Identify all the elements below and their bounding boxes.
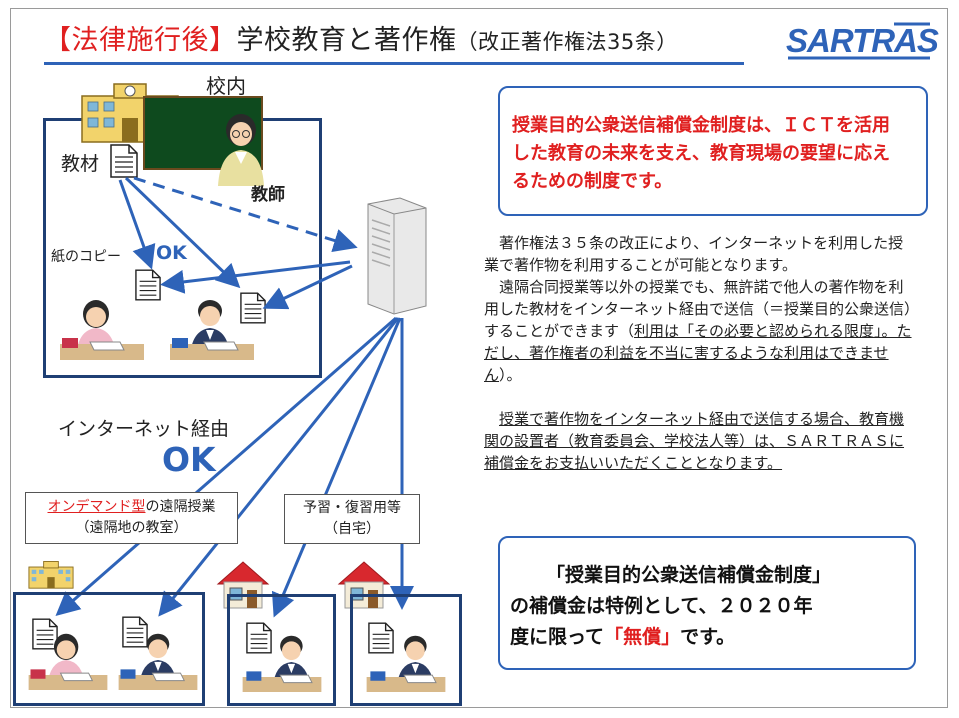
teacher-label: 教師	[251, 185, 285, 205]
special-measure-panel	[498, 536, 916, 670]
title-main: 学校教育と著作権	[236, 25, 457, 56]
ok-small-label: OK	[156, 242, 187, 264]
special-measure-line2: の補償金は特例として、２０２０年	[510, 595, 813, 617]
home-box-2	[350, 594, 462, 706]
explanation-p2-underlined: 利用は「その必要と認められる限度」。ただし、著作権者の利益を不当に害するような利…	[484, 322, 912, 384]
remote-document-icon	[122, 616, 148, 648]
home-document-icon	[368, 622, 394, 654]
logo-text: SARTRAS	[786, 22, 939, 59]
summary-panel	[498, 86, 928, 216]
special-measure-text: 「授業目的公衆送信補償金制度」 の補償金は特例として、２０２０年 度に限って「無…	[510, 560, 910, 653]
student-girl-icon	[60, 300, 144, 360]
title-underline	[44, 62, 744, 65]
home-document-icon	[246, 622, 272, 654]
student-boy-icon	[170, 300, 254, 360]
material-label: 教材	[61, 153, 100, 175]
arrow-material-to-copy1	[118, 179, 156, 270]
student-boy-icon	[118, 633, 198, 690]
arrow-server-to-remote1	[55, 316, 397, 616]
arrow-server-to-remote2	[158, 317, 400, 617]
page-title: 【法律施行後】学校教育と著作権（改正著作権法35条）	[44, 18, 678, 57]
teacher-icon	[218, 114, 264, 186]
home-callout: 予習・復習用等 （自宅）	[284, 494, 420, 544]
ondemand-line2: （遠隔地の教室）	[75, 520, 188, 536]
ondemand-highlight: オンデマンド型	[47, 499, 146, 515]
home-box-1	[227, 594, 336, 706]
free-of-charge-highlight: 「無償」	[604, 626, 681, 648]
explanation-p1: 著作権法３５条の改正により、インターネットを利用した授業で著作物を利用することが…	[484, 234, 904, 274]
paper-copy-label: 紙のコピー	[51, 249, 121, 265]
student-girl-icon	[28, 633, 108, 690]
campus-label: 校内	[206, 74, 246, 98]
student-boy-icon	[242, 635, 322, 692]
arrow-server-to-copy2	[262, 264, 353, 310]
student-boy-icon	[366, 635, 446, 692]
arrow-server-to-home1	[271, 317, 402, 618]
title-sub: （改正著作権法35条）	[456, 30, 678, 54]
material-document-icon	[110, 144, 138, 178]
special-measure-line1: 「授業目的公衆送信補償金制度」	[546, 564, 832, 586]
explanation-p3: 授業で著作物をインターネット経由で送信する場合、教育機関の設置者（教育委員会、学…	[484, 410, 905, 472]
page-frame	[10, 8, 948, 708]
ok-big-label: OK	[162, 440, 216, 479]
ondemand-rest: の遠隔授業	[145, 499, 216, 515]
remote-classroom-box	[13, 592, 205, 706]
arrow-server-to-copy1	[160, 260, 351, 294]
home-line2: （自宅）	[324, 521, 380, 537]
remote-document-icon	[32, 618, 58, 650]
copy-document-icon	[240, 292, 266, 324]
ondemand-callout: オンデマンド型の遠隔授業 （遠隔地の教室）	[25, 492, 238, 544]
remote-school-icon	[28, 561, 74, 589]
sartras-logo: SARTRAS	[786, 22, 940, 60]
arrow-material-to-copy2	[124, 176, 241, 289]
server-icon	[367, 197, 427, 315]
home-line1: 予習・復習用等	[303, 500, 401, 516]
summary-text: 授業目的公衆送信補償金制度は、ＩＣＴを活用した教育の未来を支え、教育現場の要望に…	[512, 115, 890, 192]
title-prefix: 【法律施行後】	[44, 25, 237, 56]
arrow-material-to-server	[133, 176, 358, 253]
explanation-p2: 遠隔合同授業等以外の授業でも、無許諾で他人の著作物を利用した教材をインターネット…	[484, 278, 912, 384]
special-measure-line3: 度に限って「無償」です。	[510, 626, 736, 648]
explanation-text: 著作権法３５条の改正により、インターネットを利用した授業で著作物を利用することが…	[484, 232, 916, 474]
internet-label: インターネット経由	[58, 418, 230, 440]
